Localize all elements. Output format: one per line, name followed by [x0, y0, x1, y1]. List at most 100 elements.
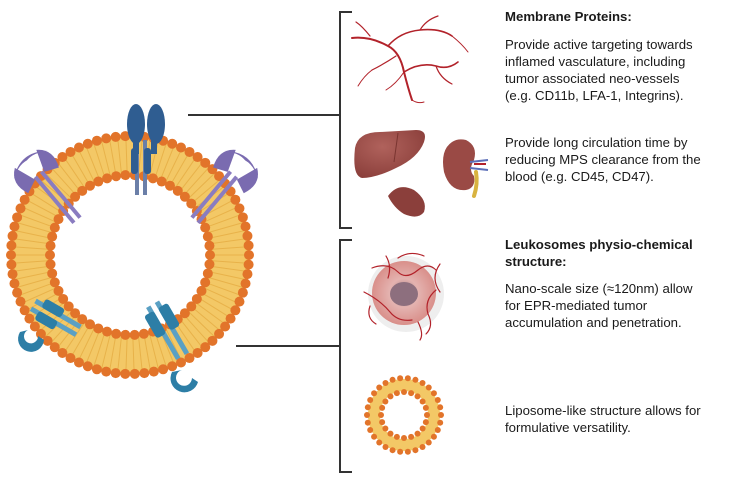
lipid-tail — [175, 322, 197, 354]
lipid-head — [186, 301, 197, 312]
lipid-head — [424, 412, 430, 418]
lipid-tail — [125, 336, 128, 373]
lipid-head — [414, 393, 421, 400]
lipid-head — [120, 170, 131, 181]
lipid-head — [53, 285, 64, 296]
lipid-head — [214, 328, 225, 339]
lipid-head — [191, 293, 202, 304]
lipid-tail — [125, 137, 128, 174]
lipid-tail — [202, 293, 235, 311]
lipid-tail — [70, 152, 90, 185]
lipid-head — [15, 203, 26, 214]
lipid-head — [234, 203, 245, 214]
tumor-icon — [363, 252, 444, 341]
lipid-head — [404, 448, 411, 455]
lipid-tail — [21, 206, 56, 223]
lipid-head — [379, 419, 386, 426]
lipid-head — [47, 268, 58, 279]
lipid-tail — [149, 334, 160, 370]
lipid-tail — [93, 142, 106, 178]
lipid-head — [425, 439, 432, 446]
lipid-tail — [160, 145, 175, 180]
lipid-head — [437, 404, 444, 411]
lipid-head — [408, 390, 415, 397]
lipid-tail — [12, 260, 49, 264]
lipid-head — [184, 146, 195, 157]
protein-bottom-right-cup — [170, 370, 198, 393]
lipid-head — [102, 173, 113, 184]
lipid-head — [438, 412, 444, 418]
lipid-head — [120, 329, 131, 340]
lipid-head — [237, 287, 248, 298]
lipid-head — [19, 305, 30, 316]
lipid-head — [165, 180, 175, 191]
lipid-head — [382, 444, 389, 451]
lipid-head — [434, 396, 441, 403]
lipid-head — [147, 173, 158, 184]
lipid-tail — [85, 330, 100, 365]
lipid-head — [200, 277, 211, 288]
lipid-tail — [208, 277, 244, 289]
lipid-head — [45, 250, 55, 260]
lipid-head — [382, 398, 389, 405]
lipid-tail — [184, 315, 210, 344]
lipid-head — [412, 376, 419, 383]
lipid-head — [111, 171, 122, 182]
lipid-head — [225, 313, 236, 324]
lipid-head — [192, 347, 203, 358]
lipid-head — [179, 308, 190, 319]
lipid-head — [176, 357, 187, 368]
lipid-head — [419, 398, 426, 405]
lipid-head — [379, 404, 386, 411]
lipid-tail — [170, 152, 190, 185]
lipid-head — [9, 221, 20, 232]
lipid-head — [58, 293, 69, 304]
lipid-head — [129, 368, 140, 379]
lipid-head — [91, 135, 102, 146]
membrane-targeting-text: Provide active targeting towards inflame… — [505, 37, 693, 103]
lipid-head — [15, 296, 26, 307]
lipid-head — [414, 430, 421, 437]
liver-icon — [354, 130, 425, 178]
lipid-head — [12, 212, 23, 223]
lipid-head — [243, 240, 254, 251]
lipid-head — [42, 335, 53, 346]
lipid-head — [49, 277, 60, 288]
lipid-tail — [21, 287, 56, 304]
lipid-head — [237, 212, 248, 223]
lipid-tail — [138, 137, 143, 174]
lipid-tail — [56, 161, 80, 191]
lipid-head — [422, 404, 429, 411]
lipid-tail — [211, 238, 247, 245]
lipid-head — [111, 328, 122, 339]
lipid-head — [419, 425, 426, 432]
lipid-tail — [18, 214, 54, 228]
lipid-head — [393, 433, 400, 440]
lipid-head — [242, 230, 253, 241]
lipid-head — [200, 222, 211, 233]
lipid-tail — [77, 148, 95, 182]
lipid-tail — [210, 229, 246, 239]
lipid-head — [70, 308, 81, 319]
lipid-tail — [16, 221, 52, 233]
lipid-tail — [50, 166, 76, 195]
lipid-head — [120, 131, 131, 142]
protein-bottom-right-teal — [144, 300, 190, 360]
lipid-head — [73, 142, 84, 153]
lipid-head — [220, 321, 231, 332]
lipid-tail — [70, 325, 90, 358]
lipid-tail — [109, 335, 117, 372]
lipid-head — [184, 353, 195, 364]
lipid-head — [230, 305, 241, 316]
lipid-head — [387, 430, 394, 437]
lipid-tail — [143, 335, 151, 372]
lipid-head — [205, 250, 215, 260]
lipid-head — [53, 214, 64, 225]
lipid-head — [45, 259, 56, 270]
protein-top-blue — [127, 104, 165, 195]
lipid-head — [244, 250, 254, 260]
lipid-head — [240, 278, 251, 289]
bracket-structure — [339, 239, 352, 473]
lipid-tail — [132, 336, 135, 373]
lipid-tail — [18, 282, 54, 296]
